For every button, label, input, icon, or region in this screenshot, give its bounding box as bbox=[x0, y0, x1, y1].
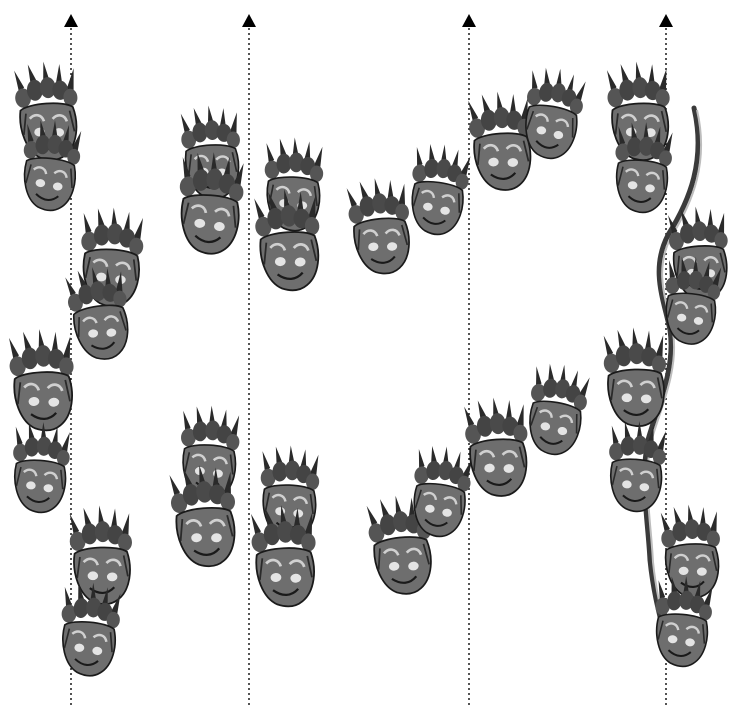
bear-paw-footprint-icon bbox=[404, 141, 473, 238]
guide-line-2 bbox=[242, 14, 256, 708]
bear-paw-footprint-icon bbox=[345, 175, 415, 277]
arrow-up-icon bbox=[64, 14, 78, 27]
bear-paw-footprint-icon bbox=[8, 327, 77, 432]
bear-paw-footprint-icon bbox=[660, 503, 723, 599]
bear-paw-footprint-icon bbox=[467, 89, 536, 192]
bear-paw-footprint-icon bbox=[605, 419, 668, 513]
arrow-up-icon bbox=[242, 14, 256, 27]
arrow-up-icon bbox=[462, 14, 476, 27]
arrow-up-icon bbox=[659, 14, 673, 27]
bear-paw-footprint-icon bbox=[521, 360, 593, 459]
bear-paw-footprint-icon bbox=[9, 420, 72, 514]
bear-paw-footprint-icon bbox=[463, 395, 532, 498]
pattern-4-footprints bbox=[603, 60, 731, 669]
bear-paw-footprint-icon bbox=[603, 326, 669, 427]
pattern-1-footprints bbox=[8, 59, 145, 678]
pattern-2-footprints bbox=[168, 104, 324, 608]
